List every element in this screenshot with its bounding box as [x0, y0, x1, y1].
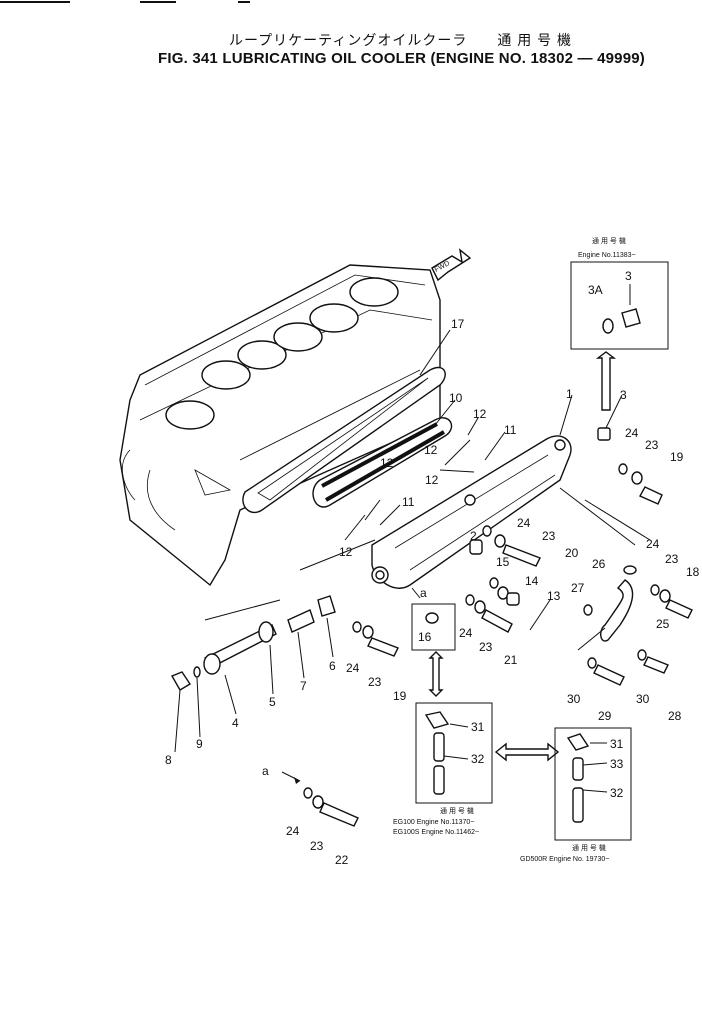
inset-br-engine: GD500R Engine No. 19730~	[520, 856, 609, 863]
callout-25: 25	[656, 617, 670, 631]
callout-8: 8	[165, 753, 172, 767]
inset-top-jp-label: 通 用 号 機	[592, 236, 626, 245]
inset-bottom-right: 31 33 32 通 用 号 機 GD500R Engine No. 19730…	[520, 727, 632, 863]
callout-17: 17	[451, 317, 465, 331]
figure-title: FIG. 341 LUBRICATING OIL COOLER (ENGINE …	[158, 50, 645, 67]
bracket-lines	[174, 487, 636, 753]
callout-3: 3	[620, 388, 627, 402]
callout-26: 26	[592, 557, 606, 571]
callout-19b: 19	[393, 689, 407, 703]
callout-29: 29	[598, 709, 612, 723]
callout-23b: 23	[542, 529, 556, 543]
callout-12b: 12	[424, 443, 438, 457]
inset-bl-part-31: 31	[471, 720, 485, 734]
right-hardware	[465, 427, 693, 686]
inset-br-jp-label: 通 用 号 機	[572, 843, 606, 852]
callout-15: 15	[496, 555, 510, 569]
callout-12e: 12	[339, 545, 353, 559]
inset-br-part-33: 33	[610, 757, 624, 771]
inset-bl-engine-1: EG100 Engine No.11370~	[393, 819, 474, 826]
inset-bl-engine-2: EG100S Engine No.11462~	[393, 829, 479, 836]
callout-30a: 30	[567, 692, 581, 706]
callout-24e: 24	[346, 661, 360, 675]
callout-10: 10	[449, 391, 463, 405]
callout-5: 5	[269, 695, 276, 709]
callout-11a: 11	[504, 423, 517, 437]
inset-bl-part-32: 32	[471, 752, 485, 766]
callout-24f: 24	[286, 824, 300, 838]
callout-22: 22	[335, 853, 349, 867]
inset-br-part-32: 32	[610, 786, 624, 800]
ref-mark-a-upper: a	[420, 586, 427, 600]
callout-23e: 23	[368, 675, 382, 689]
japanese-title: ループリケーティングオイルクーラ 通 用 号 機	[229, 32, 572, 48]
callout-23d: 23	[479, 640, 493, 654]
callout-23f: 23	[310, 839, 324, 853]
callout-13: 13	[547, 589, 561, 603]
callout-24a: 24	[625, 426, 639, 440]
callout-18: 18	[686, 565, 700, 579]
callout-24d: 24	[459, 626, 473, 640]
cooler-cover-1	[371, 435, 572, 589]
callout-23c: 23	[665, 552, 679, 566]
callout-11b: 11	[402, 495, 415, 509]
callout-21: 21	[504, 653, 518, 667]
callout-1: 1	[566, 387, 573, 401]
callout-4: 4	[232, 716, 239, 730]
inset-br-part-31: 31	[610, 737, 624, 751]
callout-2: 2	[470, 529, 477, 543]
fwd-arrow: FWD	[431, 248, 472, 282]
engine-block	[119, 264, 441, 587]
left-hardware	[170, 587, 421, 827]
callout-19a: 19	[670, 450, 684, 464]
cooler-element-10	[312, 417, 453, 508]
inset-bl-jp-label: 通 用 号 機	[440, 806, 474, 815]
callout-numbers: 1 2 3 4 5 6 7 8 9 10 11 11 12 12 12 12 1…	[165, 317, 700, 867]
inset-16-label: 16	[418, 630, 432, 644]
double-arrow	[494, 742, 560, 762]
inset-top-engine-label: Engine No.11383~	[578, 252, 636, 259]
gasket-17	[242, 366, 446, 514]
callout-6: 6	[329, 659, 336, 673]
callout-9: 9	[196, 737, 203, 751]
callout-7: 7	[300, 679, 307, 693]
callout-14: 14	[525, 574, 539, 588]
callout-20: 20	[565, 546, 579, 560]
ref-mark-a-lower: a	[262, 764, 269, 778]
callout-12d: 12	[380, 456, 394, 470]
callout-12a: 12	[473, 407, 487, 421]
callout-12c: 12	[425, 473, 439, 487]
callout-27: 27	[571, 581, 585, 595]
callout-23a: 23	[645, 438, 659, 452]
leader-lines	[204, 329, 651, 631]
inset-16: 16 a	[411, 586, 456, 697]
inset-top-right: 通 用 号 機 Engine No.11383~ 3A 3	[570, 236, 669, 411]
inset-top-part-3a: 3A	[588, 283, 603, 297]
callout-30b: 30	[636, 692, 650, 706]
inset-top-part-3: 3	[625, 269, 632, 283]
callout-28: 28	[668, 709, 682, 723]
callout-24c: 24	[646, 537, 660, 551]
inset-bottom-left: 31 32 通 用 号 機 EG100 Engine No.11370~ EG1…	[393, 702, 493, 836]
callout-24b: 24	[517, 516, 531, 530]
